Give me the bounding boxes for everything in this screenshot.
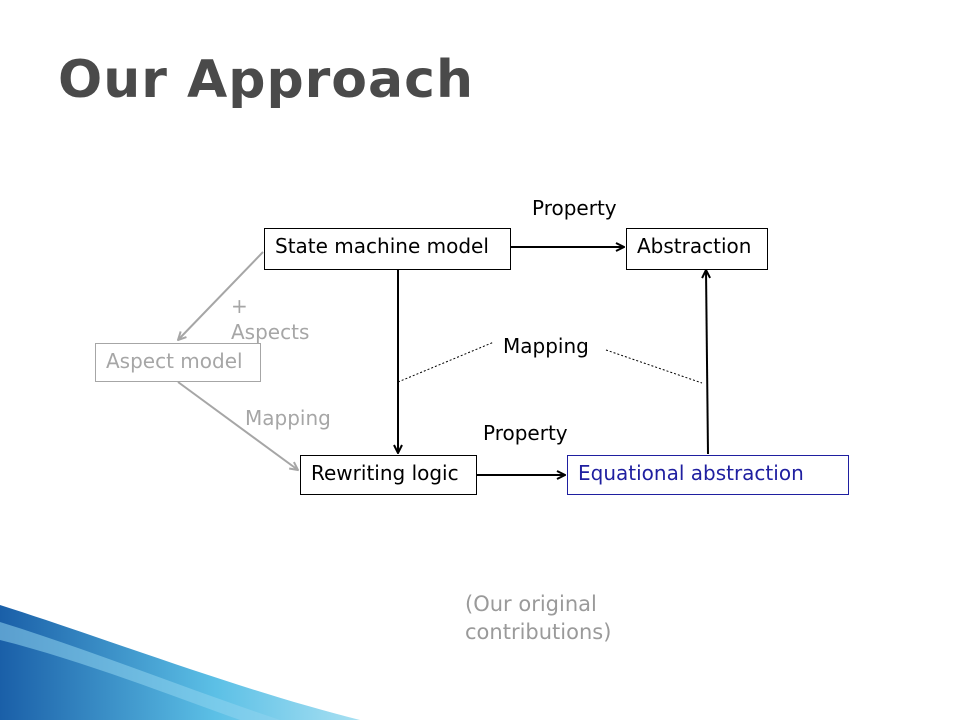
node-aspect-model-label: Aspect model	[106, 349, 243, 373]
dotted-mapping-left	[397, 341, 495, 383]
label-property-bottom: Property	[483, 421, 568, 445]
node-rewriting-logic-label: Rewriting logic	[311, 461, 459, 485]
node-abstraction: Abstraction	[626, 228, 768, 270]
arrow-equational-to-abstraction	[706, 270, 708, 455]
arrow-mapping-left	[177, 381, 298, 470]
node-rewriting-logic: Rewriting logic	[300, 455, 477, 495]
swoosh-shape	[0, 605, 360, 720]
label-mapping-left: Mapping	[245, 406, 331, 430]
node-aspect-model: Aspect model	[95, 343, 261, 382]
dotted-mapping-right	[605, 349, 703, 384]
swoosh-highlight	[0, 622, 280, 720]
arrow-aspects	[178, 251, 264, 340]
label-aspects: + Aspects	[231, 294, 310, 344]
node-equational-abstraction: Equational abstraction	[567, 455, 849, 495]
node-state-machine-model: State machine model	[264, 228, 511, 270]
node-equational-abstraction-label: Equational abstraction	[578, 461, 804, 485]
label-property-top: Property	[532, 196, 617, 220]
note-text: (Our original contributions)	[465, 592, 612, 644]
node-abstraction-label: Abstraction	[637, 234, 752, 258]
slide-title: Our Approach	[58, 50, 474, 110]
original-contributions-note: (Our original contributions)	[465, 590, 635, 646]
label-mapping-center: Mapping	[503, 334, 589, 358]
node-state-machine-model-label: State machine model	[275, 234, 489, 258]
